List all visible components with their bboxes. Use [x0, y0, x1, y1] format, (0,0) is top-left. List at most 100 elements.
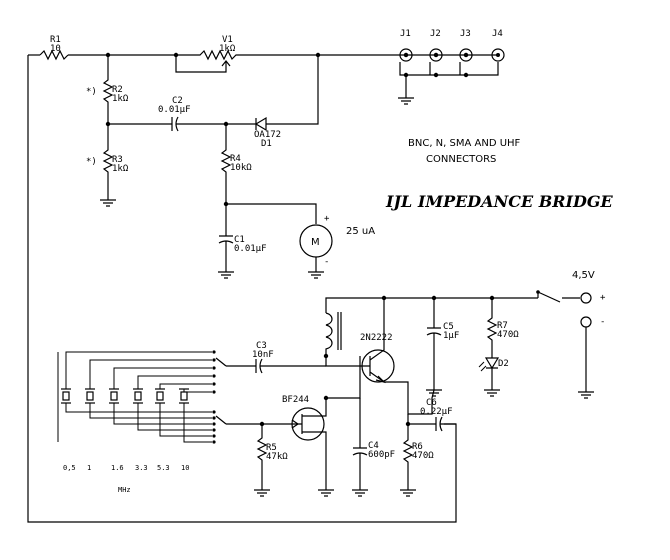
ground-symbol: [218, 271, 234, 279]
r1-resistor: [39, 49, 69, 61]
switch-contact: [212, 366, 216, 370]
r5-ref: R5: [266, 443, 277, 453]
r2-mark: *): [86, 87, 97, 97]
r7-value: 470Ω: [497, 330, 519, 340]
j4-label: J4: [492, 29, 503, 39]
ground-symbol: [484, 389, 500, 397]
supply-rail-wire: [325, 297, 538, 313]
junction-dot: [323, 395, 329, 401]
junction-dot: [433, 72, 439, 78]
c3-value: 10nF: [252, 350, 274, 360]
v1-value: 1kΩ: [219, 44, 236, 54]
r3-ref: R3: [112, 155, 123, 165]
j3-connector: [459, 48, 473, 62]
v1-wiper-arrow: [221, 60, 231, 67]
r3-value: 1kΩ: [112, 164, 129, 174]
c5-ref: C5: [443, 322, 454, 332]
crystal-1: [61, 351, 212, 413]
crystal-6: [179, 388, 212, 443]
supply-minus-terminal: [580, 316, 592, 328]
supply-plus-label: +: [600, 293, 606, 303]
shield-bus-wire: [399, 62, 499, 98]
crystal-frequency-label: 0,5: [63, 464, 76, 472]
crystal-bank: [57, 351, 212, 443]
switch-contact: [212, 428, 216, 432]
switch-contact: [212, 358, 216, 362]
switch-contact: [212, 410, 216, 414]
v1-wiper: [175, 55, 227, 73]
v1-ref: V1: [222, 35, 233, 45]
crystal-5: [155, 383, 212, 437]
switch-contact: [212, 374, 216, 378]
r2-ref: R2: [112, 85, 123, 95]
c1-ref: C1: [234, 235, 245, 245]
ground-symbol: [578, 391, 594, 399]
crystal-frequency-label: 10: [181, 464, 189, 472]
oscillator-coil: [325, 312, 333, 356]
meter-label: M: [311, 237, 320, 248]
d1-diode: [226, 55, 319, 132]
page-title: IJL IMPEDANCE BRIDGE: [385, 192, 614, 211]
c5-capacitor: [426, 298, 442, 390]
supply-voltage-label: 4,5V: [572, 270, 595, 281]
crystal-3: [109, 367, 212, 425]
q-2n2222-emitter-arrow: [375, 375, 386, 384]
c4-capacitor: [352, 398, 368, 490]
d1-ref: D1: [261, 139, 272, 149]
crystal-frequency-label: 5.3: [157, 464, 170, 472]
junction-dot: [403, 72, 409, 78]
r4-resistor: [220, 124, 232, 204]
switch-lower-wiper: [215, 415, 227, 425]
r2-value: 1kΩ: [112, 94, 129, 104]
ground-symbol: [398, 97, 414, 105]
r6-value: 470Ω: [412, 451, 434, 461]
q-bf244-leads: [244, 356, 361, 490]
meter-wire: [226, 203, 317, 224]
junction-dot: [463, 72, 469, 78]
r6-ref: R6: [412, 442, 423, 452]
q-bf244-gate-arrow: [291, 419, 300, 429]
switch-contact: [212, 390, 216, 394]
ground-symbol: [308, 271, 324, 279]
junction-dot: [381, 295, 387, 301]
switch-contact: [212, 440, 216, 444]
c4-value: 600pF: [368, 450, 395, 460]
j2-connector: [429, 48, 443, 62]
c1-value: 0.01μF: [234, 244, 267, 254]
r1-ref: R1: [50, 35, 61, 45]
c6-ref: C6: [426, 398, 437, 408]
c2-capacitor: [108, 116, 226, 132]
r7-resistor: [486, 298, 498, 358]
d2-led: [484, 357, 500, 390]
r5-resistor: [256, 424, 268, 490]
j3-label: J3: [460, 29, 471, 39]
collector-wire: [325, 356, 360, 367]
power-switch: [537, 291, 580, 303]
connectors-note-line-1: BNC, N, SMA AND UHF: [408, 138, 521, 149]
coil-core: [337, 312, 342, 350]
switch-lower-contacts: [212, 410, 216, 444]
c6-value: 0.22μF: [420, 407, 453, 417]
r1-value: 10: [50, 44, 61, 54]
crystal-frequency-label: 1.6: [111, 464, 124, 472]
c5-value: 1μF: [443, 331, 459, 341]
c3-ref: C3: [256, 341, 267, 351]
d1-value: OA172: [254, 130, 281, 140]
switch-upper-contacts: [212, 350, 216, 394]
ground-symbol: [400, 489, 416, 497]
q-2n2222-leads: [360, 298, 435, 415]
q2-value: BF244: [282, 395, 309, 405]
switch-contact: [536, 290, 540, 294]
r5-value: 47kΩ: [266, 452, 288, 462]
r3-resistor: [102, 124, 114, 200]
j1-label: J1: [400, 29, 411, 39]
switch-contact: [212, 382, 216, 386]
switch-contact: [212, 422, 216, 426]
ground-symbol: [318, 489, 334, 497]
r2-resistor: [102, 55, 114, 124]
c2-value: 0.01μF: [158, 105, 191, 115]
c6-capacitor: [408, 416, 456, 432]
switch-upper-wiper: [215, 357, 227, 367]
